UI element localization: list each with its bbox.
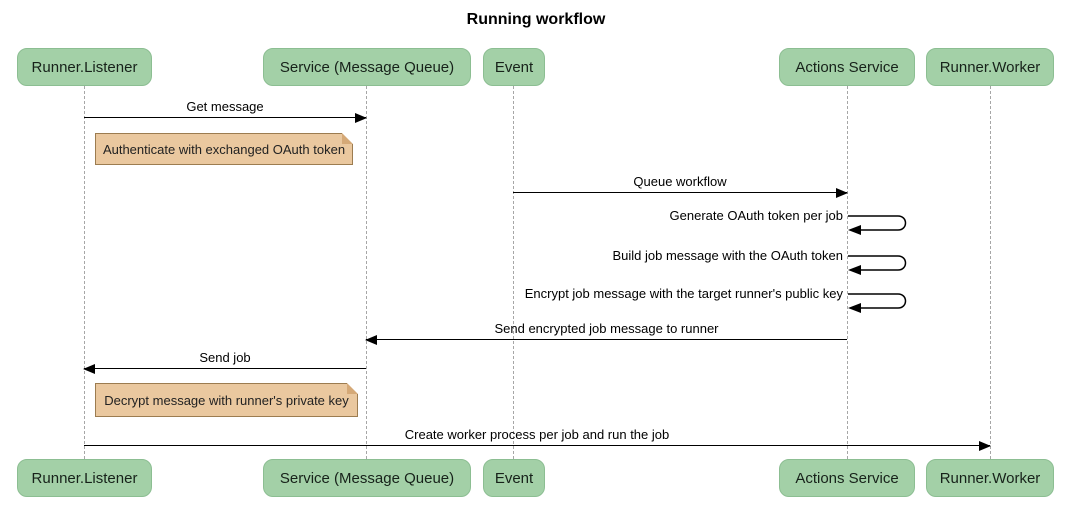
message-line bbox=[84, 117, 366, 118]
message-line bbox=[513, 192, 847, 193]
self-message-build-job-label: Build job message with the OAuth token bbox=[612, 248, 843, 263]
actor-top-event: Event bbox=[483, 48, 545, 86]
actor-top-actions-service: Actions Service bbox=[779, 48, 915, 86]
arrowhead-left-icon bbox=[365, 335, 377, 345]
arrowhead-right-icon bbox=[836, 188, 848, 198]
self-message-generate-oauth-label: Generate OAuth token per job bbox=[669, 208, 843, 223]
message-queue-workflow: Queue workflow bbox=[513, 174, 848, 198]
message-get-message: Get message bbox=[84, 99, 367, 123]
message-create-worker: Create worker process per job and run th… bbox=[84, 427, 991, 451]
message-line bbox=[84, 445, 990, 446]
note-text: Decrypt message with runner's private ke… bbox=[104, 392, 349, 408]
note-fold-corner-icon bbox=[347, 383, 358, 394]
message-send-job: Send job bbox=[83, 350, 366, 374]
message-label: Send encrypted job message to runner bbox=[494, 321, 719, 336]
actor-top-runner-worker: Runner.Worker bbox=[926, 48, 1054, 86]
diagram-title: Running workflow bbox=[466, 11, 606, 28]
note-decrypt: Decrypt message with runner's private ke… bbox=[95, 383, 358, 417]
message-line bbox=[84, 368, 366, 369]
message-line bbox=[366, 339, 847, 340]
message-send-encrypted-job: Send encrypted job message to runner bbox=[365, 321, 847, 345]
message-label: Create worker process per job and run th… bbox=[404, 427, 670, 442]
arrowhead-right-icon bbox=[355, 113, 367, 123]
note-fold-corner-icon bbox=[342, 133, 353, 144]
actor-bottom-service-message-queue: Service (Message Queue) bbox=[263, 459, 471, 497]
self-loop-arrow bbox=[848, 215, 907, 235]
actor-bottom-runner-listener: Runner.Listener bbox=[17, 459, 152, 497]
lifeline-runner-listener bbox=[84, 86, 85, 459]
message-label: Queue workflow bbox=[633, 174, 727, 189]
arrowhead-right-icon bbox=[979, 441, 991, 451]
actor-bottom-runner-worker: Runner.Worker bbox=[926, 459, 1054, 497]
message-label: Send job bbox=[199, 350, 251, 365]
self-message-encrypt-job-label: Encrypt job message with the target runn… bbox=[524, 286, 843, 301]
lifeline-service-message-queue bbox=[366, 86, 367, 459]
lifeline-actions-service bbox=[847, 86, 848, 459]
self-loop-arrow bbox=[848, 255, 907, 275]
lifeline-event bbox=[513, 86, 514, 459]
message-label: Get message bbox=[186, 99, 264, 114]
note-text: Authenticate with exchanged OAuth token bbox=[102, 141, 346, 157]
lifeline-runner-worker bbox=[990, 86, 991, 459]
actor-top-service-message-queue: Service (Message Queue) bbox=[263, 48, 471, 86]
self-loop-arrow bbox=[848, 293, 907, 313]
actor-bottom-actions-service: Actions Service bbox=[779, 459, 915, 497]
actor-bottom-event: Event bbox=[483, 459, 545, 497]
note-authenticate: Authenticate with exchanged OAuth token bbox=[95, 133, 353, 165]
actor-top-runner-listener: Runner.Listener bbox=[17, 48, 152, 86]
arrowhead-left-icon bbox=[83, 364, 95, 374]
